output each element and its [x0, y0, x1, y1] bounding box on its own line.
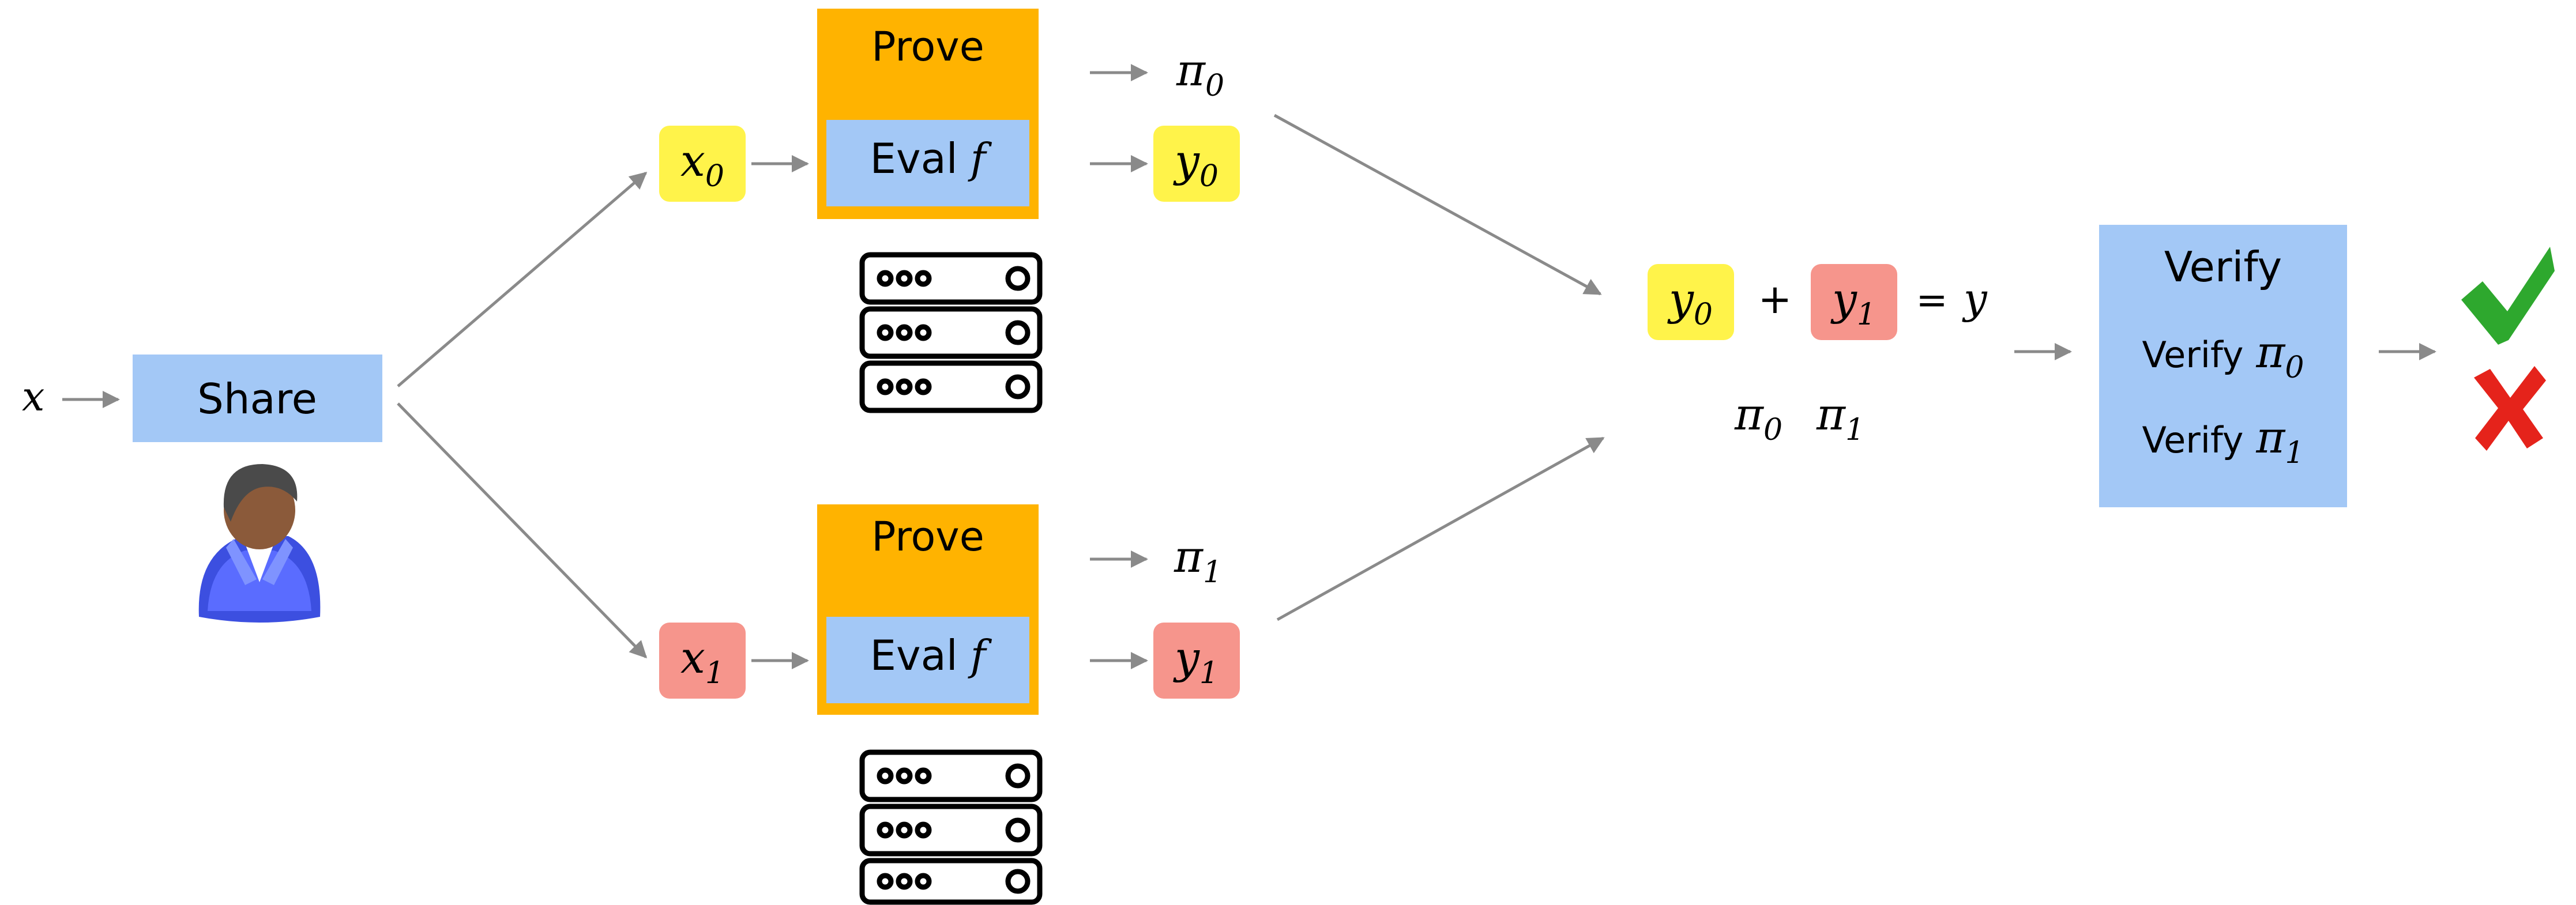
share-label: Share	[197, 375, 317, 423]
y0-chip	[1153, 126, 1240, 202]
combine-y0-label: y0	[1667, 273, 1713, 332]
x1-chip	[659, 623, 746, 699]
server-rack-icon	[859, 252, 1043, 413]
eval-box-1	[826, 617, 1029, 703]
x0-chip	[659, 126, 746, 202]
pi1-output: π1	[1174, 531, 1222, 590]
combine-pi0: π0	[1734, 389, 1782, 447]
plus-sign: +	[1758, 276, 1792, 323]
y1-chip	[1153, 623, 1240, 699]
user-avatar-icon	[198, 464, 321, 623]
cross-icon	[2474, 366, 2546, 451]
y1-label: y1	[1173, 632, 1219, 691]
arrow-server0-to-combine	[1273, 114, 1602, 296]
combine-y0-chip	[1648, 264, 1734, 340]
combine-y1-label: y1	[1830, 273, 1876, 332]
combine-pi1: π1	[1816, 389, 1864, 447]
x0-label: x0	[680, 135, 724, 194]
share-box	[133, 355, 382, 442]
result-y: y	[1962, 274, 1988, 323]
x1-label: x1	[680, 632, 724, 691]
server-rack-icon	[859, 749, 1043, 905]
prove-label-1: Prove	[871, 513, 984, 560]
equals-sign: =	[1916, 278, 1947, 322]
verify-title: Verify	[2164, 243, 2282, 291]
y0-label: y0	[1173, 135, 1219, 194]
pi0-output: π0	[1176, 44, 1224, 103]
combine-equation: y0 + y1 = y π0 π1	[1648, 264, 1988, 447]
combine-y1-chip	[1811, 264, 1897, 340]
prove-label-0: Prove	[871, 23, 984, 70]
checkmark-icon	[2461, 247, 2555, 345]
arrow-server1-to-combine	[1276, 436, 1605, 621]
eval-box-0	[826, 120, 1029, 206]
input-x-label: x	[22, 373, 44, 420]
arrow-share-to-x1	[397, 402, 648, 659]
arrow-share-to-x0	[397, 172, 648, 387]
